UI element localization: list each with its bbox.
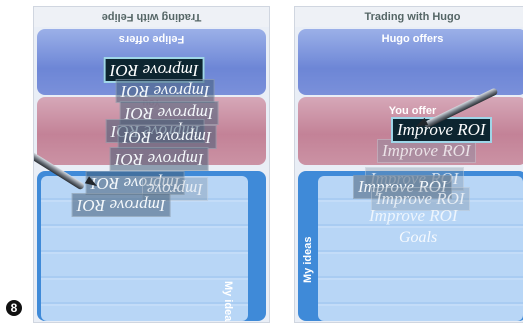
goals-label: Goals [399,229,438,246]
idea-card[interactable]: Improve ROI [118,125,217,149]
idea-card[interactable]: Improve ROI [353,175,452,199]
offers-zone-label: Hugo offers [381,33,444,45]
panel-title: Trading with Felipe [34,7,269,27]
idea-card[interactable]: Improve ROI [110,147,209,171]
offers-zone[interactable]: Hugo offers [298,29,523,95]
idea-card[interactable]: Improve ROI [377,139,476,163]
idea-card[interactable]: Improve ROI [371,187,470,211]
step-number-badge: 8 [6,300,22,316]
idea-card[interactable]: Improve ROI [72,193,171,217]
ideas-list[interactable] [318,176,523,321]
ideas-zone[interactable]: My ideas [298,171,523,321]
ideas-zone-label: My ideas [302,236,314,283]
offers-zone-label: Felipe offers [118,33,185,45]
panel-title: Trading with Hugo [295,7,523,27]
ideas-zone-label: My ideas [222,281,234,323]
trade-panel-felipe: Trading with Felipe Felipe offers You My… [33,6,270,323]
trade-panel-hugo: Trading with Hugo Hugo offers You offer … [294,6,523,323]
idea-card[interactable]: Improve ROI [116,79,215,103]
you-offer-zone-label: You offer [388,105,437,117]
idea-card[interactable]: Improve ROI [369,206,458,225]
